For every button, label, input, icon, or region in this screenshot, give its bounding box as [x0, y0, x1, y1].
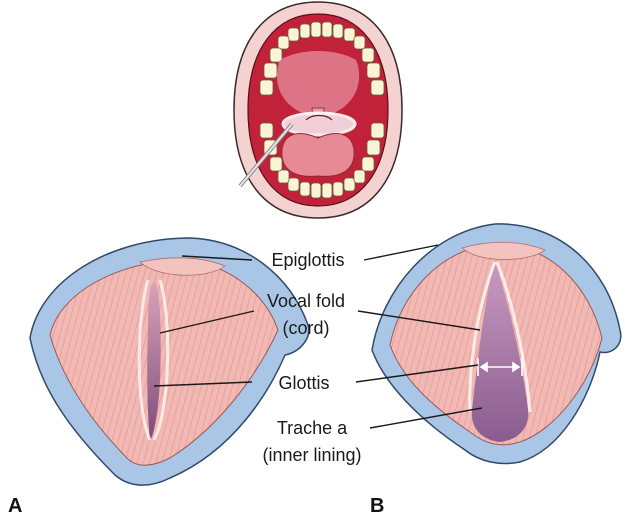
label-trachea-lining: (inner lining)	[262, 445, 361, 465]
label-trachea: Trache a	[277, 418, 348, 438]
panel-label-a: A	[8, 495, 22, 517]
label-glottis: Glottis	[278, 373, 329, 393]
open-mouth-illustration	[234, 2, 402, 218]
panel-label-b: B	[370, 495, 384, 517]
label-vocal-fold-cord: (cord)	[282, 318, 329, 338]
label-vocal-fold: Vocal fold	[267, 291, 345, 311]
larynx-view-b	[372, 224, 621, 464]
label-epiglottis: Epiglottis	[271, 250, 344, 270]
